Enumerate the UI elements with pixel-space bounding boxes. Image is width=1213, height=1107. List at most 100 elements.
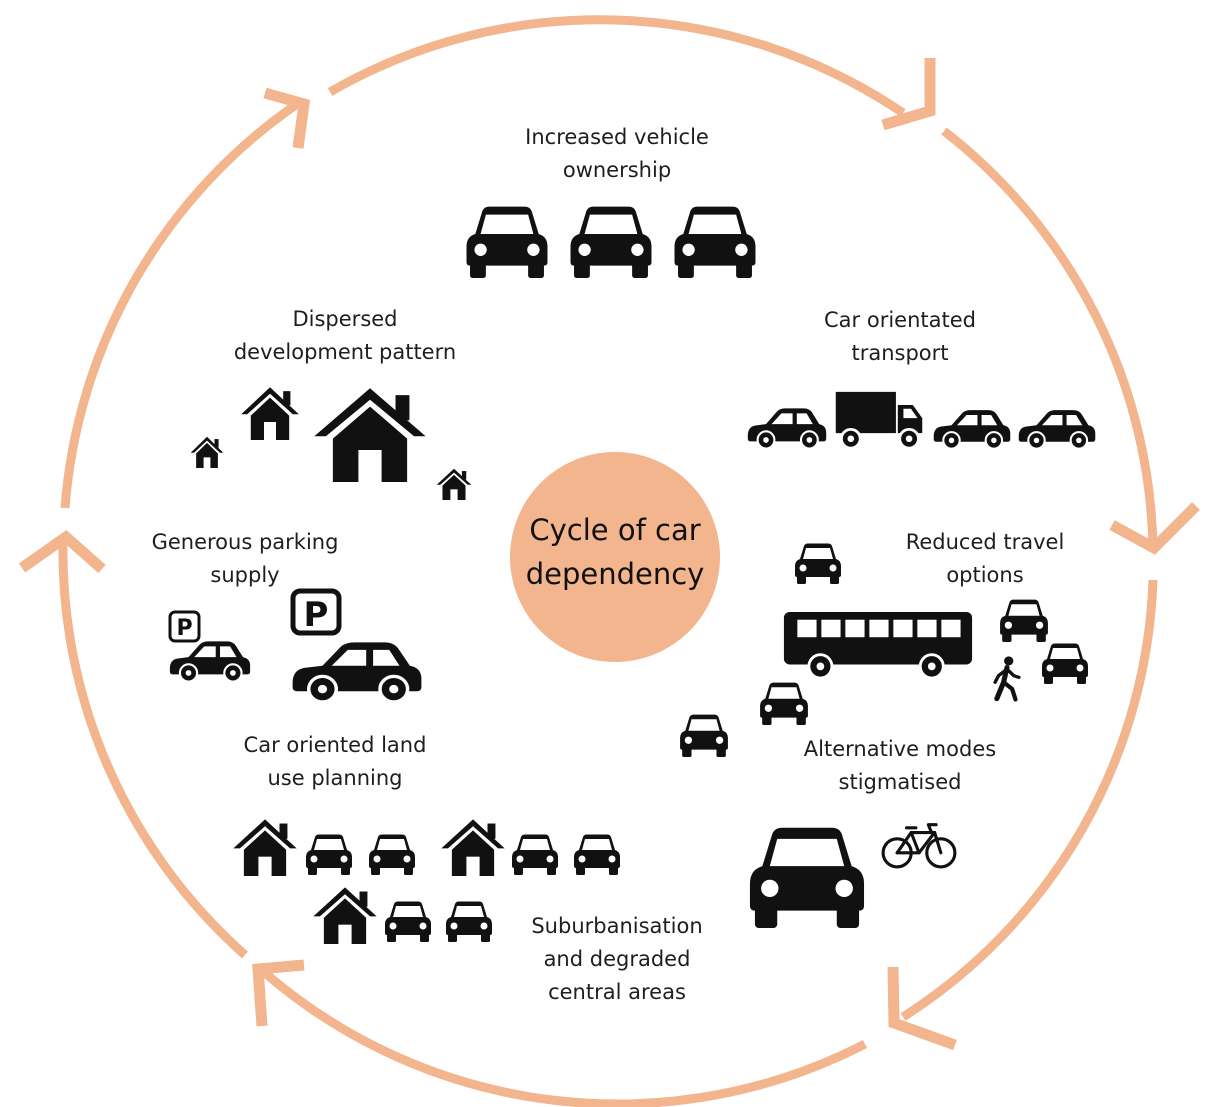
car-front-icon [367, 833, 417, 875]
label-line: stigmatised [838, 770, 962, 794]
house-icon [190, 436, 224, 468]
house-icon-glyph [313, 887, 377, 944]
car-side-icon-glyph [747, 408, 827, 450]
truck-icon-glyph [835, 391, 923, 450]
car-front-icon [745, 824, 869, 928]
label-car-oriented-land-use: Car oriented land use planning [210, 729, 460, 795]
car-side-icon-glyph [169, 641, 251, 683]
car-side-icon [745, 404, 829, 450]
label-line: Generous parking [151, 530, 339, 554]
cycle-arc [327, 15, 906, 117]
car-front-icon [1040, 642, 1090, 684]
label-line: Car orientated [824, 308, 976, 332]
cycle-arrowhead [887, 966, 957, 1051]
pedestrian-icon-glyph [993, 656, 1021, 702]
car-front-icon [444, 900, 494, 942]
car-front-icon-glyph [574, 834, 620, 875]
cycle-arrowhead [1109, 502, 1200, 555]
label-dispersed-development: Dispersed development pattern [200, 303, 490, 369]
label-line: ownership [562, 158, 672, 182]
car-side-icon [167, 637, 253, 683]
parking-sign-icon: P [290, 588, 342, 636]
label-line: options [946, 563, 1024, 587]
car-side-icon-glyph [1018, 410, 1096, 450]
parking-sign-letter: P [176, 616, 192, 641]
cycle-arrowhead [263, 87, 311, 149]
label-reduced-travel-options: Reduced travel options [855, 526, 1115, 592]
car-front-icon [304, 833, 354, 875]
car-front-icon-glyph [446, 901, 492, 942]
house-icon [240, 386, 300, 440]
car-front-icon [510, 833, 560, 875]
car-front-icon-glyph [1042, 643, 1088, 684]
label-suburbanisation: Suburbanisation and degraded central are… [497, 910, 737, 1009]
cycle-arc [60, 98, 303, 509]
house-icon-glyph [314, 388, 426, 482]
house-icon-glyph [233, 819, 297, 876]
label-generous-parking-supply: Generous parking supply [115, 526, 375, 592]
center-title: Cycle of car dependency [510, 508, 720, 596]
label-line: development pattern [233, 340, 457, 364]
label-line: Dispersed [292, 307, 398, 331]
car-side-icon [931, 406, 1013, 450]
pedestrian-icon [990, 656, 1024, 702]
cycle-arc [58, 540, 248, 959]
parking-sign-letter: P [304, 595, 329, 635]
label-line: Suburbanisation [531, 914, 703, 938]
car-side-icon [1016, 406, 1098, 450]
truck-icon [832, 390, 926, 450]
cycle-arrowhead [18, 529, 106, 574]
house-icon-glyph [441, 819, 505, 876]
center-title-line: dependency [525, 557, 705, 591]
car-front-icon [383, 900, 433, 942]
house-icon [312, 886, 378, 944]
house-icon [232, 818, 298, 876]
house-icon [440, 818, 506, 876]
cycle-arc [900, 579, 1158, 1021]
label-increased-vehicle-ownership: Increased vehicle ownership [467, 121, 767, 187]
house-icon-glyph [241, 387, 299, 440]
car-front-icon-glyph [680, 714, 728, 757]
car-front-icon [463, 204, 551, 278]
house-icon [312, 386, 428, 482]
label-line: and degraded [543, 947, 691, 971]
cycle-arc [941, 127, 1158, 551]
car-front-icon [758, 681, 810, 725]
parking-sign-icon: P [168, 610, 201, 643]
car-front-icon [572, 833, 622, 875]
label-line: use planning [267, 766, 403, 790]
label-line: Alternative modes [803, 737, 997, 761]
cycle-arrowhead [252, 959, 305, 1027]
bus-icon [782, 610, 974, 680]
car-front-icon-glyph [512, 834, 558, 875]
center-circle [510, 452, 720, 662]
car-front-icon [567, 204, 655, 278]
cycle-arc [262, 969, 868, 1107]
car-front-icon [678, 713, 730, 757]
label-line: transport [851, 341, 949, 365]
cycle-arrowhead [881, 58, 936, 131]
car-front-icon [793, 542, 843, 584]
label-line: Car oriented land [243, 733, 427, 757]
car-side-icon-glyph [292, 642, 422, 704]
label-line: central areas [548, 980, 686, 1004]
car-front-icon-glyph [369, 834, 415, 875]
car-front-icon-glyph [795, 543, 841, 584]
label-alternative-modes-stigmatised: Alternative modes stigmatised [765, 733, 1035, 799]
house-icon-glyph [436, 468, 472, 500]
house-icon-glyph [190, 436, 224, 468]
car-front-icon-glyph [1000, 599, 1048, 642]
bicycle-icon [880, 820, 958, 870]
car-front-icon-glyph [570, 206, 652, 278]
car-side-icon-glyph [933, 410, 1011, 450]
bicycle-icon-glyph [881, 823, 957, 869]
car-front-icon-glyph [674, 206, 756, 278]
car-front-icon [998, 598, 1050, 642]
house-icon [436, 468, 472, 500]
car-front-icon-glyph [306, 834, 352, 875]
car-front-icon-glyph [466, 206, 548, 278]
car-side-icon [288, 636, 426, 704]
label-line: Increased vehicle [525, 125, 709, 149]
